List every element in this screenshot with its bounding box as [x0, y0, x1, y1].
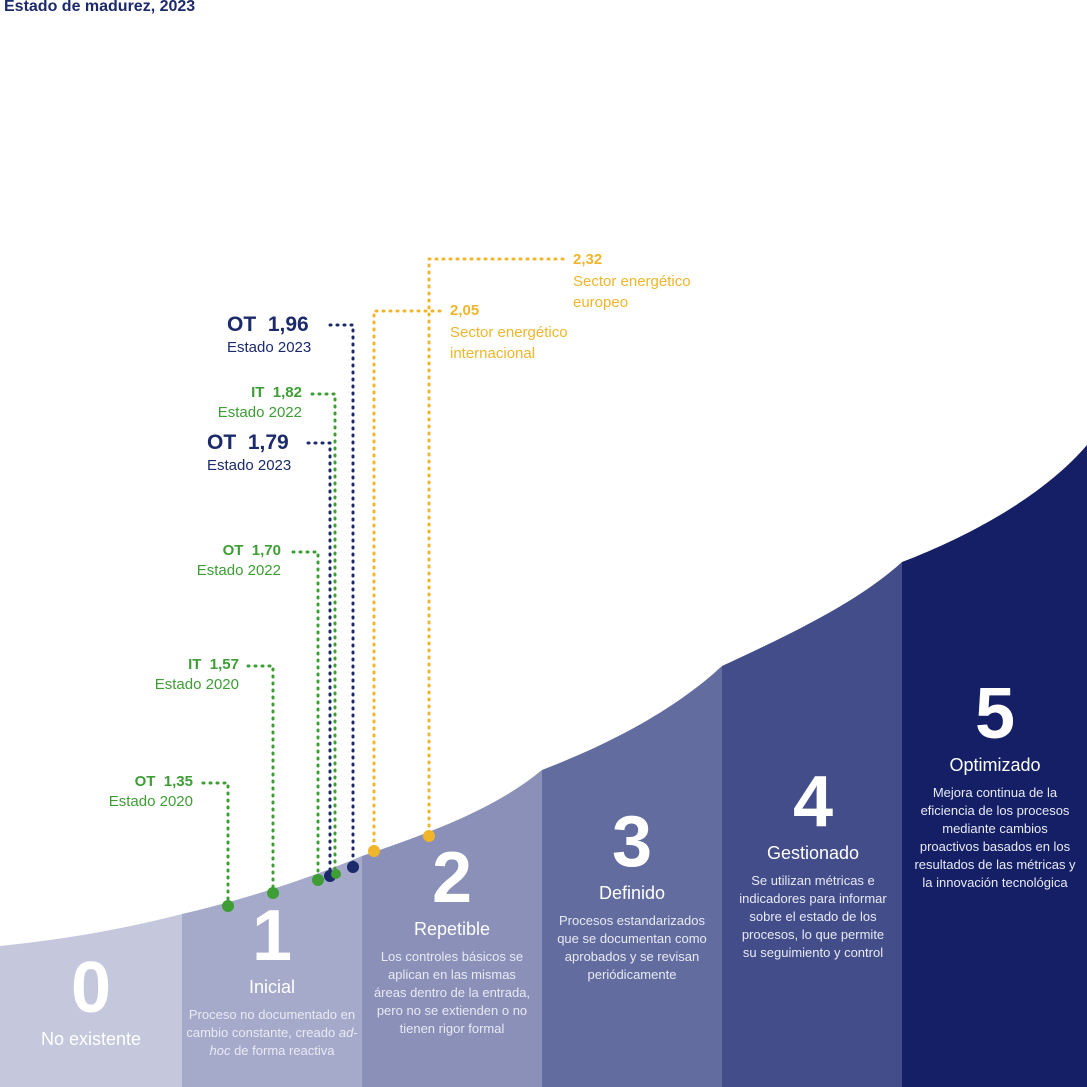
level-number: 0 [70, 948, 112, 1028]
connector-ot-196 [328, 323, 355, 869]
marker-dot-it-182 [331, 869, 341, 879]
level-5: 5 Optimizado Mejora continua de la efici… [912, 678, 1078, 892]
level-name: Repetible [413, 919, 491, 939]
level-description: Los controles básicos se aplican en las … [373, 949, 531, 1036]
page-title: Estado de madurez, 2023 [4, 0, 196, 15]
connector-ot-135 [201, 781, 230, 907]
level-number: 4 [792, 762, 834, 842]
marker-label-sector-internacional: 2,05 Sector energético internacional [450, 302, 568, 362]
connector-it-182 [310, 392, 337, 876]
connector-int-205 [372, 309, 442, 852]
level-number: 3 [611, 802, 653, 882]
level-name: Inicial [248, 977, 296, 997]
level-name: Gestionado [766, 843, 860, 863]
level-name: Optimizado [949, 755, 1041, 775]
level-name: No existente [40, 1029, 142, 1049]
marker-dot-it-157 [267, 887, 279, 899]
connector-ot-170 [291, 550, 320, 882]
level-description: Procesos estandarizados que se documenta… [557, 913, 707, 982]
level-4: 4 Gestionado Se utilizan métricas e indi… [734, 766, 892, 962]
level-3: 3 Definido Procesos estandarizados que s… [556, 806, 708, 984]
marker-label-sector-europeo: 2,32 Sector energético europeo [573, 251, 691, 311]
marker-label-it-182: IT 1,82 Estado 2022 [217, 384, 302, 421]
step-1 [182, 856, 362, 1087]
level-description: Proceso no documentado en cambio constan… [186, 1007, 358, 1058]
level-description: Se utilizan métricas e indicadores para … [739, 873, 887, 960]
marker-label-ot-179: OT 1,79 Estado 2023 [207, 431, 292, 474]
marker-dot-eu-232 [423, 830, 435, 842]
step-2 [362, 770, 542, 1087]
marker-label-it-157: IT 1,57 Estado 2020 [154, 656, 239, 693]
marker-label-ot-135: OT 1,35 Estado 2020 [108, 773, 193, 810]
connector-it-157 [246, 664, 275, 895]
step-5 [902, 445, 1087, 1087]
marker-label-ot-196: OT 1,96 Estado 2023 [227, 313, 312, 356]
level-description: Mejora continua de la eficiencia de los … [914, 785, 1076, 890]
step-4 [722, 562, 902, 1087]
marker-dot-ot-196 [347, 861, 359, 873]
level-number: 2 [431, 838, 473, 918]
connector-ot-179 [306, 441, 332, 878]
step-3 [542, 666, 722, 1087]
marker-dot-ot-170 [312, 874, 324, 886]
level-number: 1 [251, 896, 293, 976]
connector-eu-232 [427, 257, 565, 837]
marker-dot-int-205 [368, 845, 380, 857]
level-0: 0 No existente [0, 952, 182, 1050]
level-name: Definido [598, 883, 666, 903]
level-1: 1 Inicial Proceso no documentado en camb… [186, 900, 358, 1060]
marker-label-ot-170: OT 1,70 Estado 2022 [196, 542, 281, 579]
level-2: 2 Repetible Los controles básicos se apl… [370, 842, 534, 1038]
step-0 [0, 914, 182, 1087]
marker-dot-ot-135 [222, 900, 234, 912]
level-number: 5 [974, 674, 1016, 754]
